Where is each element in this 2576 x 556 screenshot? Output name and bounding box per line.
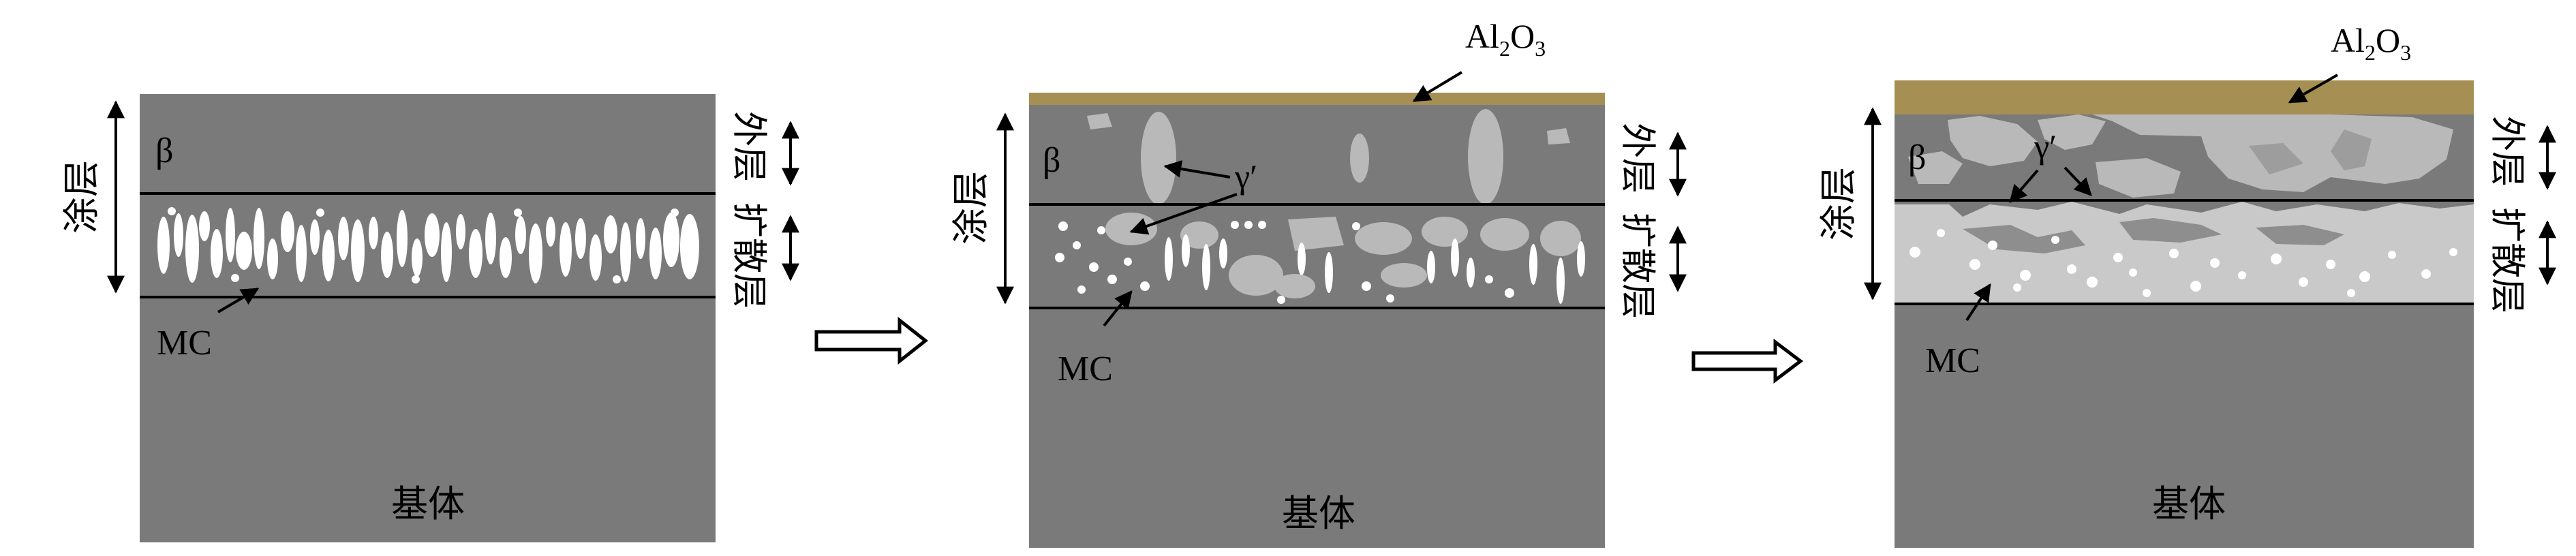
mc-particles (1910, 229, 2457, 297)
process-arrow-2 (1691, 338, 1804, 384)
mc-particles (1055, 221, 1585, 304)
mc-particles (157, 207, 699, 283)
beta-label: β (1908, 138, 1926, 177)
mc-label: MC (1925, 341, 1980, 380)
diffusion-layer-label: 扩散层 (2487, 207, 2526, 313)
gamma-pointer-arrow-2 (2064, 166, 2092, 196)
oxide-label: Al2O3 (2331, 21, 2411, 65)
mc-pointer-arrow (1965, 283, 1991, 322)
oxide-label: Al2O3 (1465, 17, 1546, 61)
outer-layer-label: 外层 (2487, 116, 2526, 187)
diffusion-layer-band (1895, 202, 2474, 304)
mc-label: MC (157, 324, 212, 362)
panel-1: 涂层 β MC 基体 外层 扩散层 (61, 94, 799, 542)
gamma-prime-label: γ′ (2034, 127, 2057, 166)
coating-label: 涂层 (1818, 167, 1859, 241)
oxide-pointer-arrow (1412, 71, 1463, 102)
mc-pointer-arrow (217, 288, 260, 313)
gamma-pointer-arrow-1 (1163, 160, 1231, 179)
substrate-label: 基体 (2152, 484, 2226, 525)
outer-layer-label: 外层 (1618, 123, 1657, 194)
panel-2: Al2O3 涂层 β γ′ MC 基体 外层 扩散层 (951, 17, 1687, 548)
coating-label: 涂层 (951, 171, 992, 245)
diffusion-grey-islands (1963, 218, 2344, 253)
mc-label: MC (1058, 350, 1113, 388)
gamma-prime-particles-outer (1087, 109, 1570, 204)
beta-label: β (1043, 141, 1060, 180)
substrate-label: 基体 (391, 484, 465, 525)
diffusion-layer-label: 扩散层 (729, 202, 768, 309)
gamma-prime-particles-diffusion (1105, 213, 1581, 298)
gamma-prime-label: γ′ (1234, 157, 1257, 196)
alumina-scale (1029, 93, 1605, 105)
oxide-pointer-arrow (2288, 74, 2338, 104)
gamma-pointer-arrow-2 (1129, 193, 1238, 235)
beta-label: β (155, 132, 173, 170)
substrate-block (140, 94, 716, 542)
substrate-block (1029, 93, 1605, 548)
outer-layer-label: 外层 (729, 111, 768, 182)
coating-label: 涂层 (61, 160, 102, 234)
gamma-prime-particles-outer (1908, 114, 2453, 198)
panel-3: Al2O3 涂层 β γ′ MC 基体 外层 扩散层 (1818, 21, 2556, 548)
process-arrow-1 (814, 316, 929, 365)
substrate-label: 基体 (1282, 493, 1355, 534)
alumina-scale (1895, 80, 2474, 114)
gamma-pointer-arrow-1 (2009, 169, 2039, 203)
mc-pointer-arrow (1103, 290, 1133, 327)
diffusion-layer-label: 扩散层 (1618, 213, 1657, 319)
